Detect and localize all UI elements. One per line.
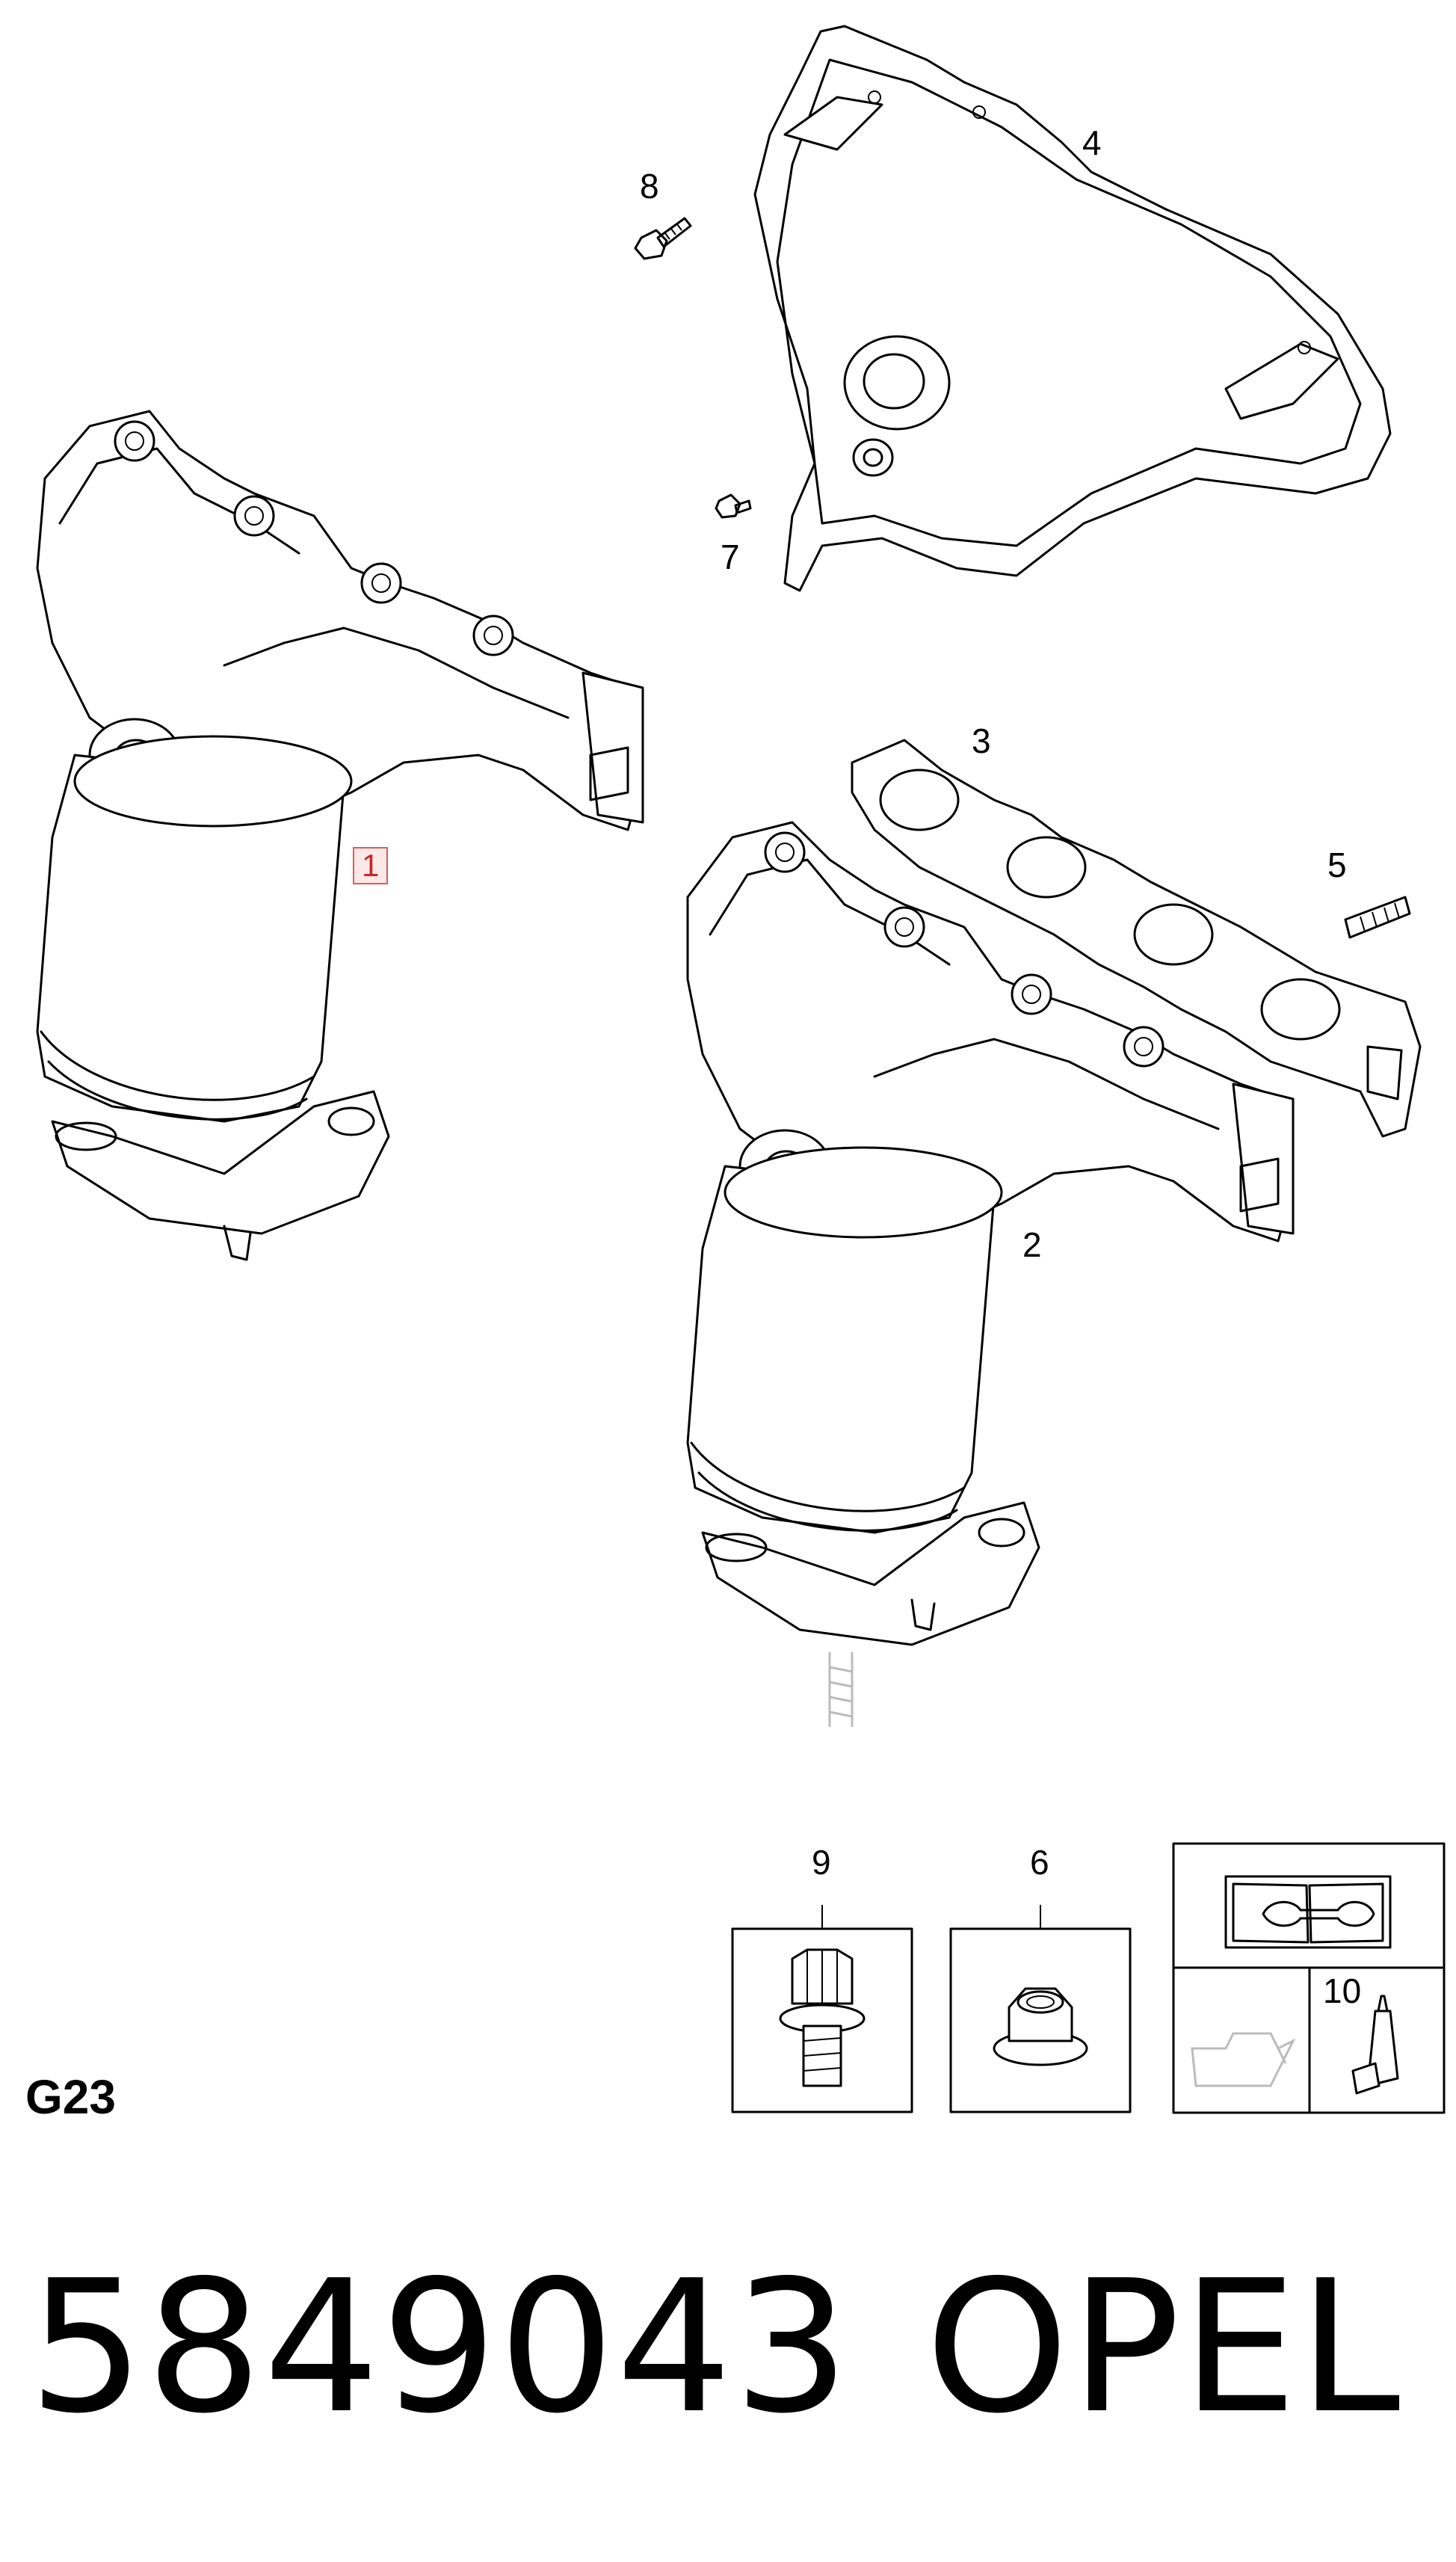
stud-5-drawing	[1344, 896, 1411, 939]
screw-7-drawing	[715, 493, 752, 519]
flange-bolt-box	[731, 1905, 913, 2113]
manual-book-wrench-icon	[1224, 1875, 1392, 1949]
oil-can-icon	[1191, 2032, 1296, 2087]
brand-name: OPEL	[925, 2241, 1402, 2454]
flange-bolt-icon	[779, 1948, 866, 2087]
callout-7[interactable]: 7	[721, 538, 740, 576]
callout-1[interactable]: 1	[353, 847, 389, 884]
section-code: G23	[25, 2070, 116, 2124]
callout-3[interactable]: 3	[972, 721, 991, 760]
flange-nut-icon	[993, 1987, 1088, 2066]
flange-nut-box	[949, 1905, 1132, 2113]
manifold-catalyst-1-drawing	[36, 410, 644, 1261]
callout-5[interactable]: 5	[1327, 846, 1347, 884]
exploded-parts-diagram	[36, 25, 1446, 2114]
heat-shield-drawing	[753, 25, 1392, 592]
sealant-tube-icon	[1351, 1995, 1399, 2095]
callout-2[interactable]: 2	[1022, 1225, 1042, 1264]
callout-8[interactable]: 8	[640, 167, 659, 206]
callout-10[interactable]: 10	[1323, 1971, 1362, 2010]
service-info-box	[1172, 1842, 1446, 2114]
callout-4[interactable]: 4	[1082, 123, 1102, 162]
bolt-8-drawing	[634, 217, 692, 260]
stud-lower-drawing	[828, 1652, 854, 1727]
gasket-3-drawing	[851, 739, 1422, 1138]
manifold-catalyst-2-drawing	[686, 821, 1295, 1646]
callout-6[interactable]: 6	[1030, 1843, 1049, 1882]
callout-9[interactable]: 9	[812, 1843, 831, 1882]
part-number: 5849043	[28, 2241, 851, 2454]
